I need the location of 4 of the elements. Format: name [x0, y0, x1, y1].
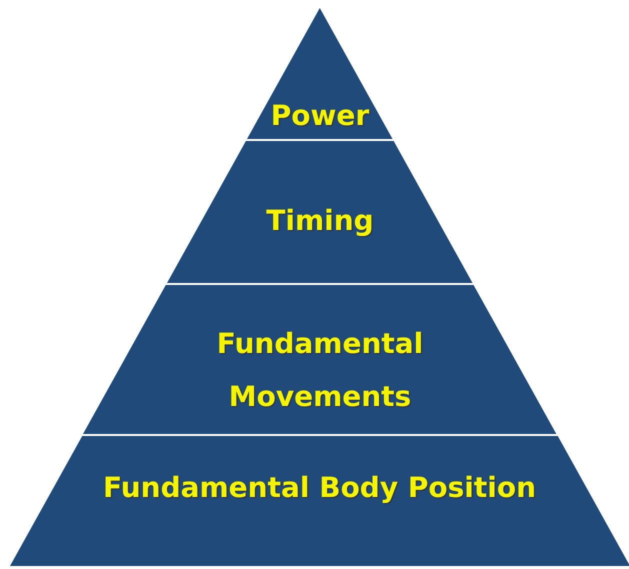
- tier-label: Timing: [266, 203, 374, 239]
- tier-label: Power: [270, 98, 370, 134]
- tier-label: Fundamental Movements: [216, 326, 424, 416]
- tier-label: Fundamental Body Position: [102, 470, 536, 506]
